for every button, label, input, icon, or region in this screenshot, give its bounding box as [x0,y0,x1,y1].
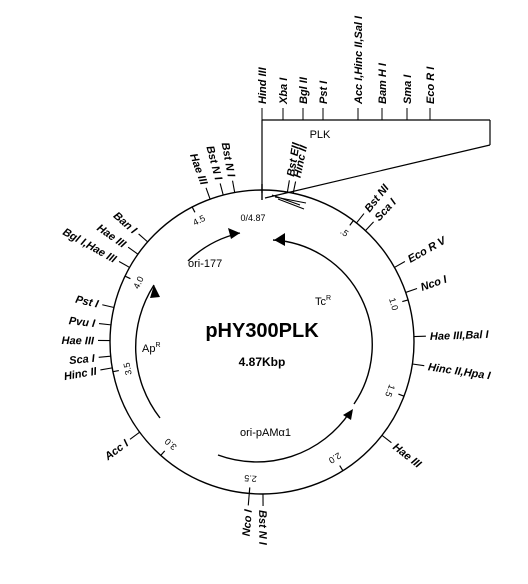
site-tick [119,262,129,268]
scale-tick-label: 3.0 [163,436,179,452]
site-tick [206,188,210,199]
site-label: Hinc II [63,365,98,383]
mcs-site-labels: Hind III Xba I Bgl II Pst I Acc I,Hinc II,Sa… [257,15,437,105]
scale-tick [192,207,195,212]
site-tick [139,234,148,242]
site-tick [248,493,249,505]
site-tick [99,324,111,325]
site-tick [220,183,223,195]
scale-tick-label: 4.0 [131,275,145,291]
site-tick [102,305,114,308]
site-tick [128,247,138,254]
site-label: Nco I [241,508,255,537]
site-tick [287,180,289,192]
ori177-arrow [228,228,240,239]
mcs-site-label: Hind III [257,66,269,104]
site-tick [394,262,404,268]
tc-label: TcR [315,295,331,308]
ori177-label: ori-177 [188,258,222,270]
mcs-site-label: Eco R I [425,66,437,104]
scale-tick-label: 1.0 [387,297,400,312]
tc-arrow [274,233,285,246]
mcs-site-label: Sma I [402,74,414,104]
plasmid-size: 4.87Kbp [239,355,286,369]
site-label: Pst I [74,294,100,311]
scale-tick [340,466,343,471]
ap-label: ApR [142,342,161,355]
scale-tick-label: 2.5 [244,473,257,484]
site-tick [100,368,112,370]
mcs-site-label: Bam H I [377,62,389,104]
site-label: Hae III [62,335,95,347]
mcs-site-label: Xba I [278,77,290,105]
site-label: Pvu I [68,315,96,330]
site-label: Eco R V [406,234,450,266]
scale-tick [350,221,354,226]
oripam-arrow [343,409,353,420]
scale-tick-label: 2.0 [327,450,343,465]
scale-tick-label: 3.5 [122,362,134,376]
site-tick [365,222,373,231]
site-tick [233,181,235,193]
site-label: Nco I [419,273,449,293]
scale-ticks: .5 1.0 1.5 2.0 2.5 3.0 3.5 4.0 4.5 [113,207,408,493]
site-label: Bst N I [256,510,268,546]
site-tick [412,364,424,366]
scale-tick-label: 1.5 [383,383,397,398]
mcs-site-label: Bgl II [298,76,310,104]
oripam-label: ori-pAMα1 [240,427,291,439]
site-tick [356,214,363,223]
origin-label: 0/4.87 [240,213,265,223]
plasmid-name: pHY300PLK [205,320,319,342]
scale-tick [161,451,165,455]
scale-tick [125,276,130,279]
site-tick [406,289,417,293]
site-label: Hinc II,Hpa I [427,361,492,382]
scale-tick-label: 4.5 [191,213,207,228]
scale-tick-label: .5 [338,226,350,239]
scale-tick [113,371,119,372]
mcs-site-label: Pst I [318,80,330,104]
site-label: Acc I [102,437,132,463]
scale-tick [249,487,250,493]
site-label: Sca I [69,353,97,367]
cluster-lines [272,195,306,209]
site-tick [99,356,111,357]
scale-tick [402,300,408,302]
site-label: Hae III [390,441,424,471]
mcs-site-label: Acc I,Hinc II,Sal I [353,15,365,105]
site-tick [130,432,140,439]
plk-label: PLK [310,129,331,141]
site-tick [382,435,391,442]
ap-arrow [150,285,160,298]
scale-tick [398,394,404,396]
site-label: Hae III,Bal I [430,329,490,343]
